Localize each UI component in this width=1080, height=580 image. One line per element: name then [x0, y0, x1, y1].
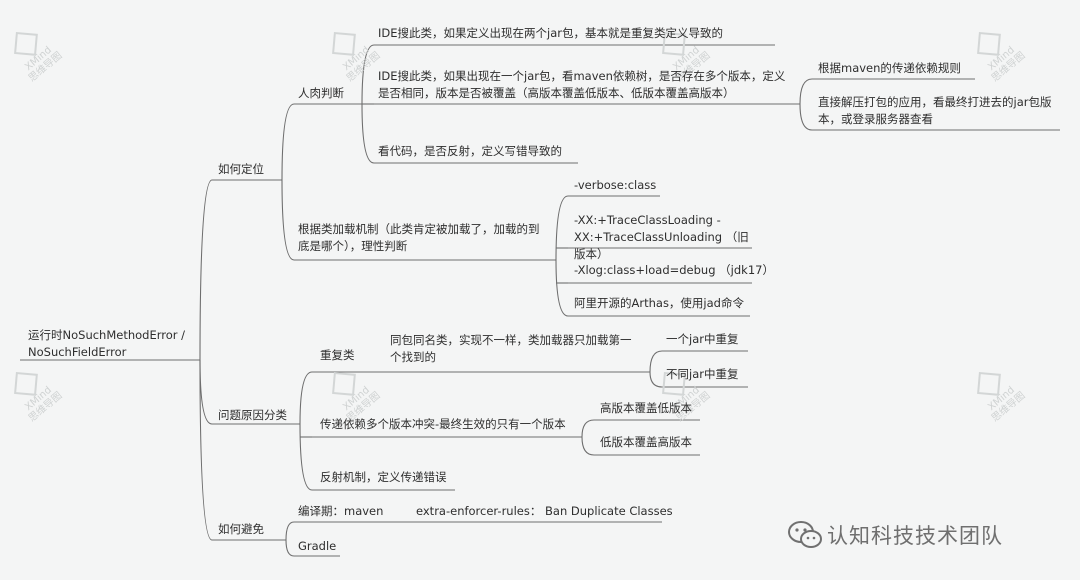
topic-avoid[interactable]: 如何避免 [218, 522, 264, 536]
classload-item-verbose[interactable]: -verbose:class [574, 178, 657, 192]
topic-causes[interactable]: 问题原因分类 [218, 408, 287, 422]
manual-item-maven-tree[interactable]: IDE搜此类，如果出现在一个jar包，看maven依赖树，是否存在多个版本，定义… [378, 69, 786, 100]
branding: 认知科技技术团队 [787, 515, 1003, 555]
topic-reflection-error[interactable]: 反射机制，定义传递错误 [320, 470, 447, 484]
topic-manual-judgement[interactable]: 人肉判断 [298, 86, 344, 100]
wechat-icon [788, 521, 822, 548]
maven-sub-item-rules[interactable]: 根据maven的传递依赖规则 [818, 61, 961, 75]
topic-locate[interactable]: 如何定位 [218, 162, 264, 176]
duplicate-detail[interactable]: 同包同名类，实现不一样，类加载器只加载第一个找到的 [390, 333, 632, 364]
topic-duplicate-class[interactable]: 重复类 [320, 348, 355, 362]
topic-classload[interactable]: 根据类加载机制（此类肯定被加载了，加载的到底是哪个），理性判断 [298, 222, 540, 253]
avoid-item-enforcer-rules[interactable]: extra-enforcer-rules： Ban Duplicate Clas… [416, 504, 673, 518]
transitive-item-low-over-high[interactable]: 低版本覆盖高版本 [600, 435, 692, 449]
topic-transitive-conflict[interactable]: 传递依赖多个版本冲突-最终生效的只有一个版本 [320, 417, 566, 431]
classload-item-arthas[interactable]: 阿里开源的Arthas，使用jad命令 [574, 296, 744, 310]
manual-item-reflection[interactable]: 看代码，是否反射，定义写错导致的 [378, 144, 562, 158]
transitive-item-high-over-low[interactable]: 高版本覆盖低版本 [600, 401, 692, 415]
duplicate-item-same-jar[interactable]: 一个jar中重复 [666, 332, 739, 346]
classload-item-trace[interactable]: -XX:+TraceClassLoading -XX:+TraceClassUn… [574, 213, 749, 261]
root-topic[interactable]: 运行时NoSuchMethodError / NoSuchFieldError [28, 328, 186, 359]
duplicate-item-different-jar[interactable]: 不同jar中重复 [666, 367, 739, 381]
avoid-item-compile-maven[interactable]: 编译期：maven [298, 504, 384, 518]
classload-item-xlog[interactable]: -Xlog:class+load=debug （jdk17） [574, 263, 774, 277]
manual-item-two-jars[interactable]: IDE搜此类，如果定义出现在两个jar包，基本就是重复类定义导致的 [378, 26, 723, 40]
branding-text: 认知科技技术团队 [827, 524, 1003, 548]
avoid-item-gradle[interactable]: Gradle [298, 539, 337, 553]
maven-sub-item-unzip[interactable]: 直接解压打包的应用，看最终打进去的jar包版本，或登录服务器查看 [818, 95, 1052, 126]
